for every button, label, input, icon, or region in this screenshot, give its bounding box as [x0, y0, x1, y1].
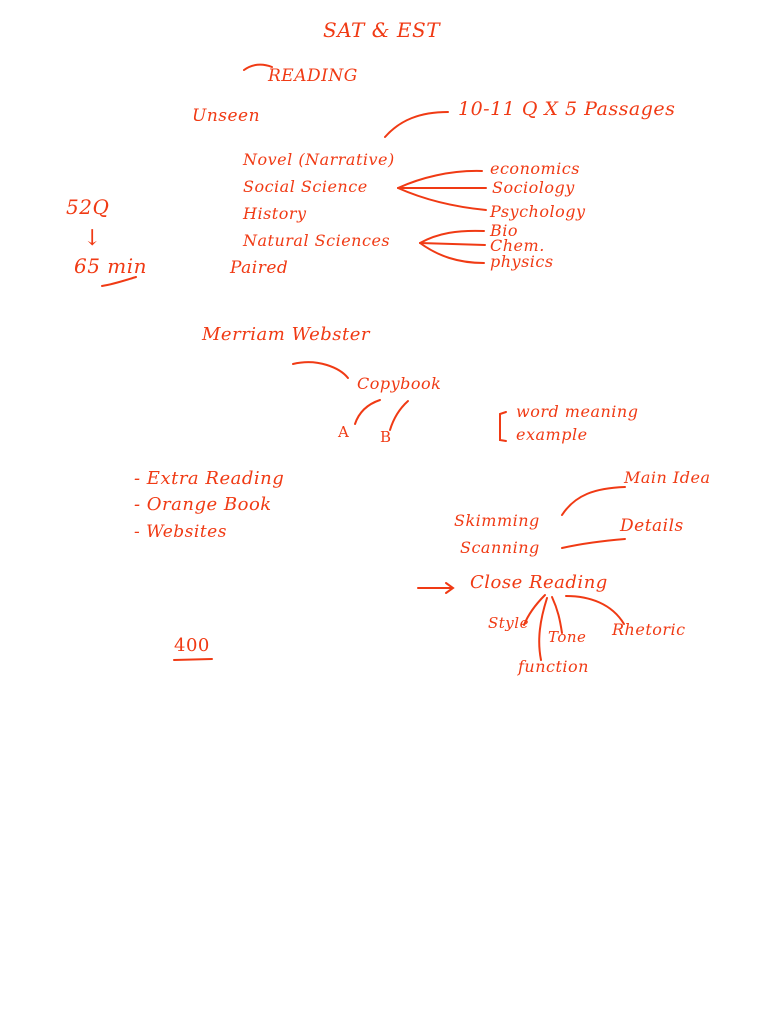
- skimming-to-main-idea-line: [561, 486, 626, 516]
- close-reading-label: Close Reading: [470, 572, 608, 593]
- scanning-to-details-line: [561, 538, 626, 549]
- details-label: Details: [620, 516, 684, 536]
- close-to-tone-line: [551, 596, 563, 634]
- tone-label: Tone: [548, 628, 587, 646]
- close-to-function-line: [538, 597, 548, 661]
- websites-item: - Websites: [134, 522, 227, 542]
- extra-reading-item: - Extra Reading: [134, 468, 285, 489]
- title-text: SAT & EST: [323, 18, 441, 42]
- topic-history: History: [243, 204, 307, 223]
- number-400: 400: [174, 635, 210, 656]
- merriam-to-copybook-line: [292, 361, 349, 379]
- option-b-label: B: [380, 428, 392, 446]
- natural-to-physics-line: [419, 242, 485, 264]
- reading-heading: READING: [268, 66, 358, 86]
- unseen-to-passages-line: [384, 111, 449, 138]
- timing-minutes: 65 min: [74, 254, 148, 278]
- scanning-label: Scanning: [460, 538, 540, 557]
- topic-paired: Paired: [230, 258, 289, 278]
- subtopic-bio: Bio: [490, 221, 519, 240]
- min-underline: [101, 276, 137, 287]
- close-reading-arrowhead: [445, 582, 455, 594]
- bracket-mark: [499, 411, 507, 442]
- subtopic-physics: physics: [490, 252, 554, 271]
- subtopic-chem: Chem.: [490, 236, 545, 255]
- close-to-style-line: [523, 594, 546, 626]
- passages-label: 10-11 Q X 5 Passages: [458, 98, 676, 120]
- topic-natural-sciences: Natural Sciences: [243, 231, 391, 250]
- main-idea-label: Main Idea: [624, 468, 711, 487]
- merriam-webster-label: Merriam Webster: [202, 324, 371, 345]
- copybook-label: Copybook: [357, 374, 442, 393]
- orange-book-item: - Orange Book: [134, 494, 272, 515]
- timing-questions: 52Q: [66, 195, 110, 219]
- unseen-label: Unseen: [192, 106, 261, 126]
- topic-social-science: Social Science: [243, 177, 368, 196]
- social-to-psychology-line: [397, 187, 487, 211]
- style-label: Style: [488, 614, 529, 632]
- bracket-example: example: [516, 425, 588, 444]
- reading-overline: [243, 63, 273, 71]
- copybook-to-b-line: [389, 400, 409, 431]
- topic-novel: Novel (Narrative): [243, 150, 395, 169]
- copybook-to-a-line: [354, 399, 381, 425]
- bracket-word-meaning: word meaning: [516, 402, 639, 421]
- 400-underline: [173, 658, 213, 661]
- rhetoric-label: Rhetoric: [612, 620, 686, 639]
- down-arrow-icon: ↓: [83, 226, 102, 251]
- option-a-label: A: [338, 423, 350, 441]
- close-to-rhetoric-line: [565, 595, 625, 625]
- subtopic-psychology: Psychology: [490, 202, 586, 221]
- function-label: function: [518, 657, 589, 676]
- social-to-economics-line: [397, 169, 483, 189]
- subtopic-economics: economics: [490, 159, 580, 178]
- natural-to-bio-line: [419, 229, 485, 244]
- subtopic-sociology: Sociology: [492, 178, 575, 197]
- natural-to-chem-line: [419, 242, 486, 246]
- skimming-label: Skimming: [454, 511, 540, 530]
